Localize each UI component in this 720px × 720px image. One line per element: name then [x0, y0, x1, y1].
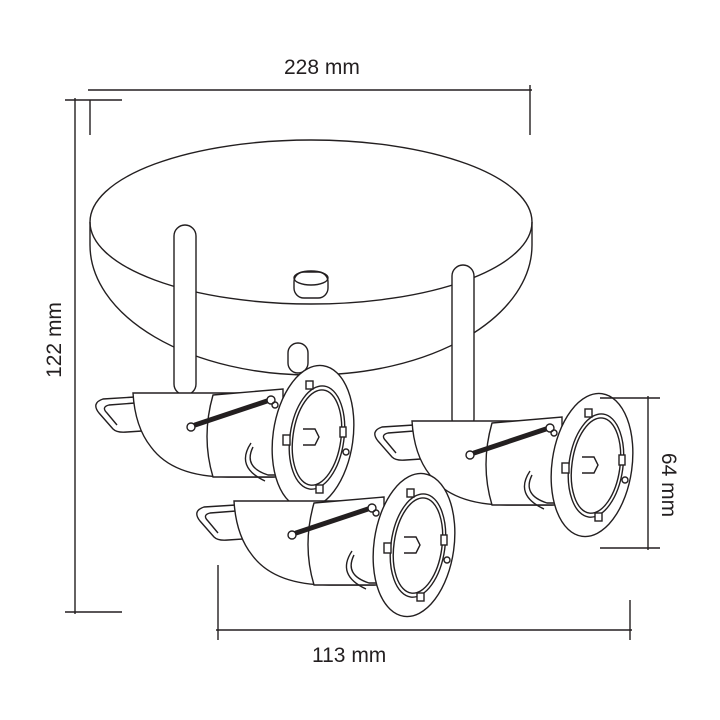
height-label: 122 mm: [43, 302, 66, 378]
dimension-width-line: [88, 85, 532, 135]
spotlight-left: [96, 360, 363, 514]
dimension-spot-width-line: [216, 565, 632, 640]
width-label: 228 mm: [284, 56, 360, 79]
arm-center: [287, 342, 309, 374]
spot-width-label: 113 mm: [312, 644, 387, 667]
spot-height-label: 64 mm: [657, 452, 680, 518]
arm-right: [451, 264, 475, 431]
arm-left: [173, 224, 197, 396]
dimension-spot-height-line: [600, 396, 660, 550]
dimension-height-line: [65, 98, 122, 614]
center-knob: [293, 270, 329, 299]
